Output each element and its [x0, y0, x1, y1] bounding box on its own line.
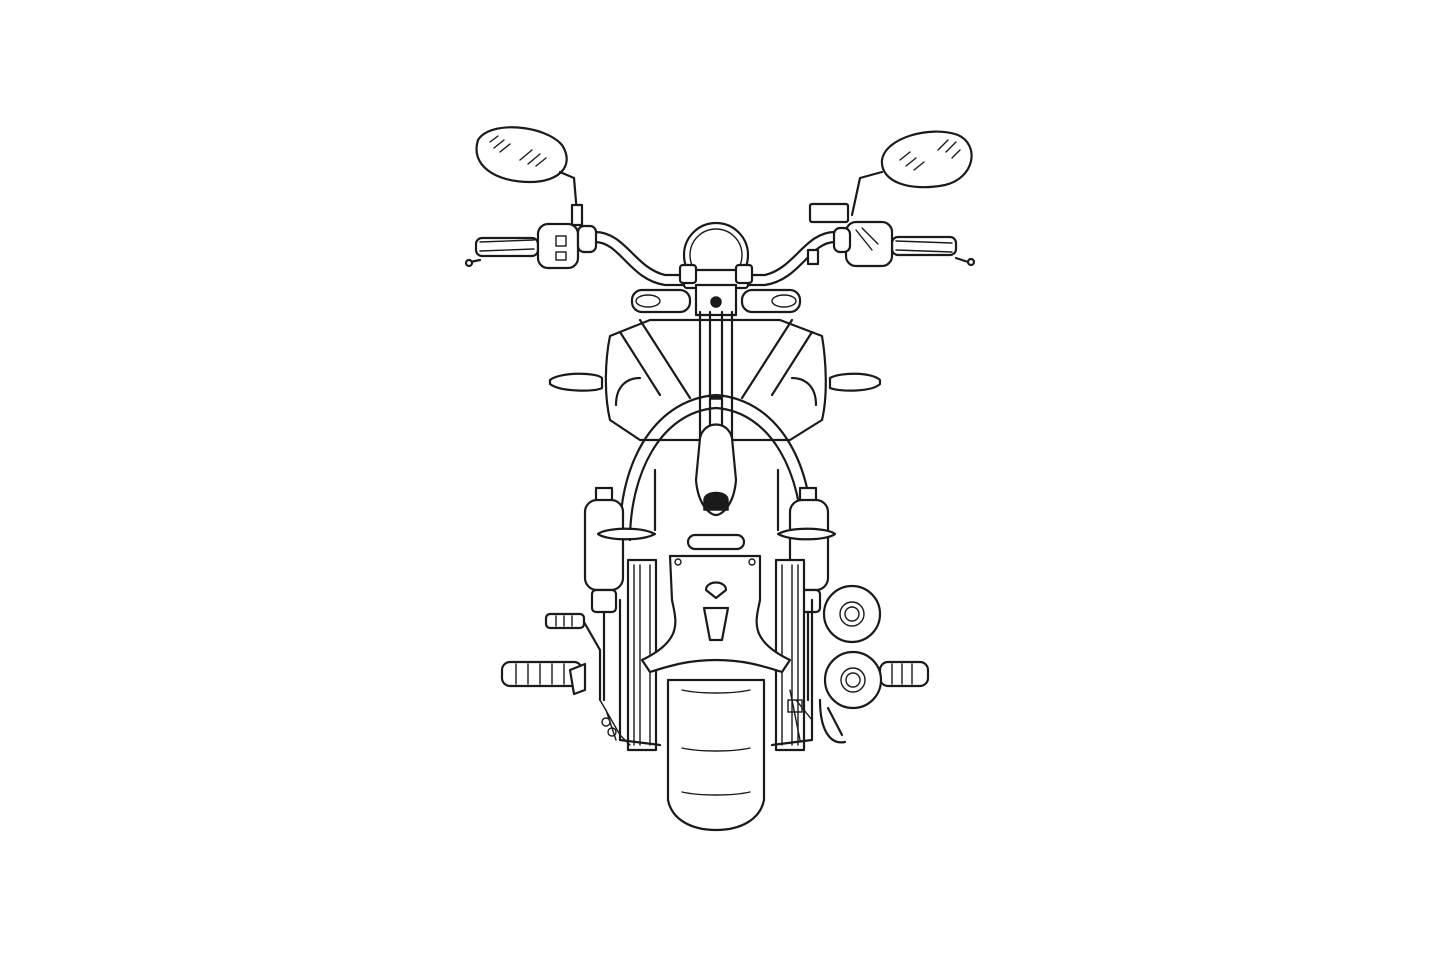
brake-pedal — [544, 612, 602, 702]
seat — [618, 393, 814, 542]
right-switch-housing — [806, 202, 894, 268]
exhaust-pipe — [818, 698, 847, 744]
left-grip — [464, 236, 540, 268]
lower-exhaust-tip — [823, 650, 883, 710]
tail-light-housing — [694, 423, 738, 517]
left-footpeg — [500, 660, 587, 696]
license-plate-bracket — [640, 554, 792, 674]
fuel-tank — [604, 310, 827, 442]
upper-exhaust-tip — [822, 584, 882, 644]
rear-fender — [666, 678, 766, 832]
left-switch-housing — [536, 222, 598, 270]
right-turn-signal — [828, 372, 882, 392]
left-turn-signal — [548, 372, 604, 392]
risers — [630, 263, 802, 317]
brake-reservoir — [808, 202, 850, 224]
rear-right-turn-signal — [776, 527, 837, 541]
right-mirror — [850, 130, 973, 217]
handlebar — [593, 230, 837, 287]
right-lower-mechanism — [787, 689, 813, 741]
left-shock — [583, 486, 625, 702]
left-mirror — [475, 126, 584, 227]
rear-light-bar — [686, 533, 746, 551]
right-grip — [890, 235, 976, 267]
rear-left-turn-signal — [596, 527, 657, 541]
left-lower-mechanism — [599, 699, 631, 746]
right-footpeg — [878, 660, 930, 688]
